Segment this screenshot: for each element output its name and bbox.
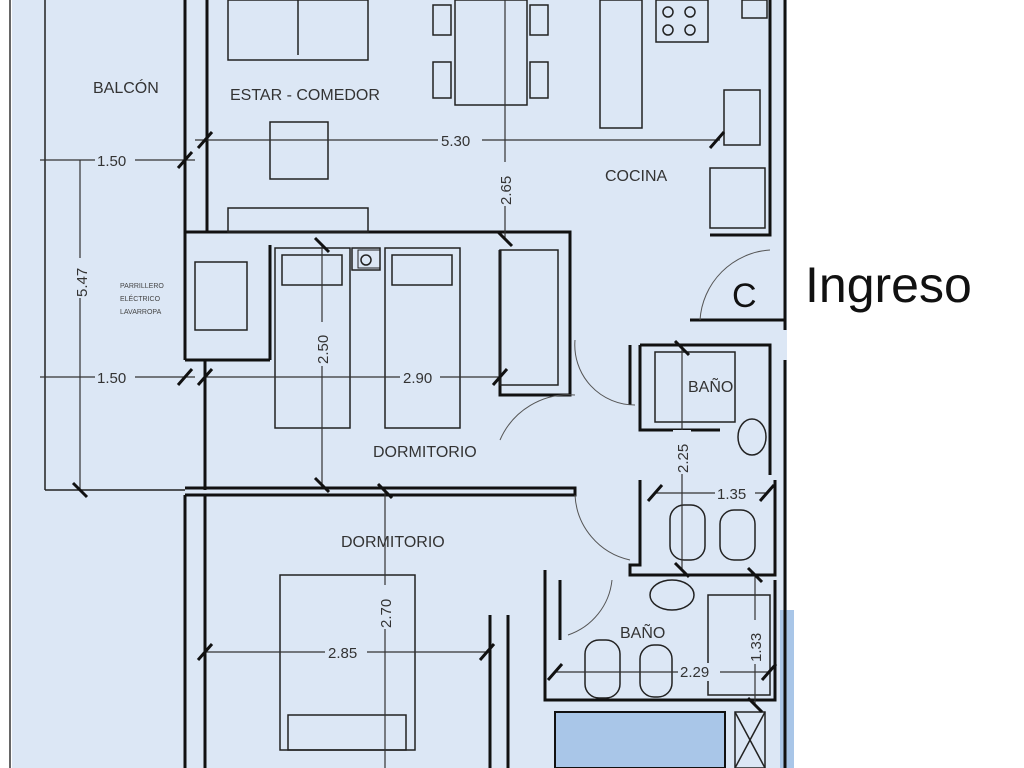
washbasin-1	[737, 418, 767, 456]
bed-2	[384, 247, 461, 429]
bidet-2	[639, 644, 673, 698]
tv-unit	[227, 207, 369, 233]
dim-estar-width: 5.30	[441, 133, 470, 150]
dim-dorm1-width: 2.90	[403, 370, 432, 387]
room-label-bano-1: BAÑO	[688, 376, 733, 396]
room-label-bano-2: BAÑO	[620, 622, 665, 642]
dim-balcon-length: 5.47	[74, 268, 91, 297]
room-label-dormitorio-1: DORMITORIO	[373, 444, 477, 461]
doors	[499, 249, 771, 636]
balcony	[44, 0, 209, 491]
laundry-note-3: LAVARROPA	[120, 309, 162, 316]
dim-balcon-width-top: 1.50	[97, 153, 126, 170]
room-label-cocina: COCINA	[605, 168, 668, 185]
coffee-table	[269, 121, 329, 180]
walls	[183, 0, 787, 768]
kitchen-counter	[599, 0, 643, 129]
floor-area	[12, 0, 787, 768]
bidet-1	[719, 509, 756, 561]
room-label-estar-comedor: ESTAR - COMEDOR	[230, 87, 380, 104]
dim-bano1-width: 1.35	[717, 486, 746, 503]
washbasin-2	[649, 579, 695, 611]
laundry-note-2: ELÉCTRICO	[120, 294, 161, 303]
toilet-1	[669, 504, 706, 561]
fridge	[709, 167, 766, 229]
kitchen-sink	[723, 89, 761, 146]
dim-balcon-width-bottom: 1.50	[97, 370, 126, 387]
dim-dorm2-depth: 2.70	[378, 599, 395, 628]
dim-bano1-depth: 2.25	[675, 444, 692, 473]
furniture	[194, 0, 771, 768]
duct	[734, 711, 766, 768]
dim-bano2-depth: 1.33	[748, 633, 765, 662]
dining-table	[454, 0, 528, 106]
shower	[654, 351, 736, 423]
toilet-2	[584, 639, 621, 699]
dim-dorm2-width: 2.85	[328, 645, 357, 662]
entrance-label: Ingreso	[805, 257, 972, 313]
bed-1	[274, 247, 351, 429]
room-label-balcon: BALCÓN	[93, 78, 159, 97]
dim-bano2-width: 2.29	[680, 664, 709, 681]
washing-machine	[194, 261, 248, 331]
dim-dorm1-depth: 2.50	[315, 335, 332, 364]
stove	[655, 0, 709, 43]
sofa	[227, 0, 369, 61]
dim-estar-depth: 2.65	[498, 176, 515, 205]
wardrobe	[499, 249, 559, 386]
shower-2	[707, 594, 771, 696]
laundry-note-1: PARRILLERO	[120, 283, 164, 290]
room-label-dormitorio-2: DORMITORIO	[341, 534, 445, 551]
entrance-marker: C	[732, 277, 757, 315]
